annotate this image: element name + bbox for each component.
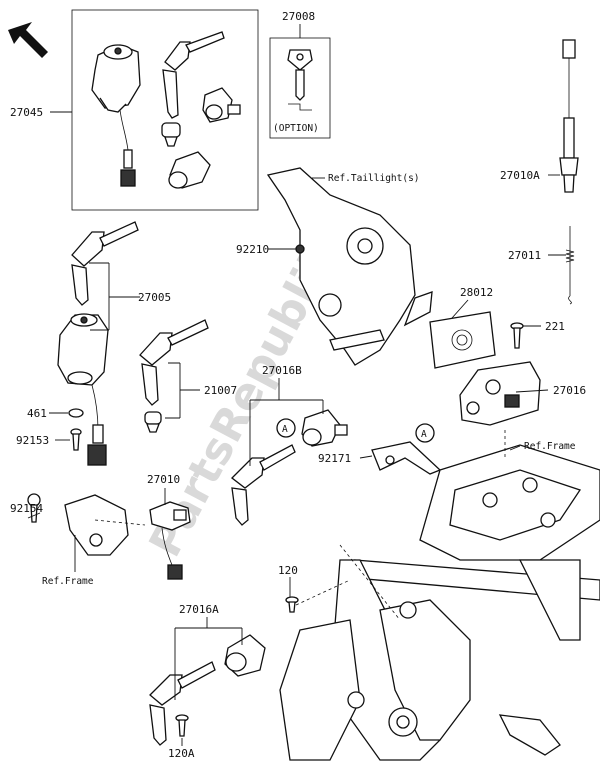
label-120: 120 xyxy=(278,564,298,577)
leader-lines xyxy=(27,24,566,746)
label-28012: 28012 xyxy=(460,286,493,299)
bracket-left-frame xyxy=(64,494,146,556)
label-92210: 92210 xyxy=(236,243,269,256)
screw-221 xyxy=(510,322,524,349)
spring-27011 xyxy=(565,226,575,305)
ref-frame-left: Ref.Frame xyxy=(42,576,94,587)
label-92154: 92154 xyxy=(10,502,43,515)
option-key-box: (OPTION) xyxy=(269,37,331,139)
label-27008: 27008 xyxy=(282,10,315,23)
label-92153: 92153 xyxy=(16,434,49,447)
clip-92171: A xyxy=(371,423,442,475)
washer-461 xyxy=(68,408,84,418)
bolt-92153 xyxy=(70,428,82,451)
label-21007: 21007 xyxy=(204,384,237,397)
label-27016B: 27016B xyxy=(262,364,302,377)
reflector-28012 xyxy=(429,311,496,369)
key-set-21007 xyxy=(139,319,209,433)
label-461: 461 xyxy=(27,407,47,420)
ref-frame-right: Ref.Frame xyxy=(524,441,576,452)
option-label: (OPTION) xyxy=(273,123,319,134)
bolt-92154 xyxy=(27,493,41,523)
label-27016: 27016 xyxy=(553,384,586,397)
bracket-27016 xyxy=(459,361,541,426)
label-27045: 27045 xyxy=(10,106,43,119)
taillight-bracket xyxy=(266,167,433,366)
screw-120A xyxy=(175,714,189,737)
ignition-set-box xyxy=(71,9,259,211)
lock-set-27016B: A xyxy=(231,409,348,526)
label-27010A: 27010A xyxy=(500,169,540,182)
label-27011: 27011 xyxy=(508,249,541,262)
callout-a-right xyxy=(415,423,435,443)
arrow-up-left-icon xyxy=(8,22,48,58)
label-27010: 27010 xyxy=(147,473,180,486)
switch-27010 xyxy=(149,501,191,580)
label-27005: 27005 xyxy=(138,291,171,304)
screw-120 xyxy=(285,596,299,613)
label-27016A: 27016A xyxy=(179,603,219,616)
frame xyxy=(279,430,600,761)
label-221: 221 xyxy=(545,320,565,333)
callout-a-left-text: A xyxy=(282,424,288,435)
brake-switch-27010A xyxy=(559,39,579,193)
label-120A: 120A xyxy=(168,747,195,760)
label-92171: 92171 xyxy=(318,452,351,465)
key-set-27005 xyxy=(57,221,139,466)
callout-a-right-text: A xyxy=(421,429,427,440)
lock-set-27016A xyxy=(149,634,266,746)
callout-a-left xyxy=(276,418,296,438)
ref-taillight: Ref.Taillight(s) xyxy=(328,173,420,184)
